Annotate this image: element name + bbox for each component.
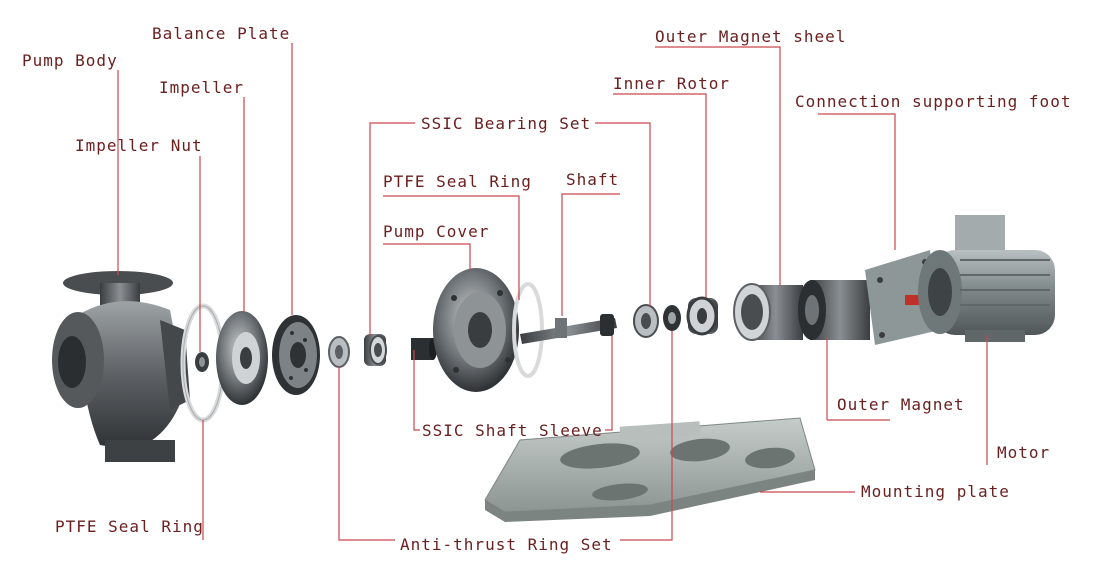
- anti-thrust-ring-right-icon: [633, 304, 681, 338]
- label-ptfe-seal-ring-bottom: PTFE Seal Ring: [55, 517, 204, 536]
- label-ssic-bearing-set: SSIC Bearing Set: [421, 114, 592, 133]
- leader-outer-magnet-sheel: [655, 46, 781, 286]
- label-inner-rotor: Inner Rotor: [613, 74, 730, 93]
- label-ssic-shaft-sleeve: SSIC Shaft Sleeve: [422, 421, 603, 440]
- pump-body-icon: [52, 271, 190, 462]
- mounting-plate-icon: [484, 417, 816, 522]
- outer-magnet-sheel-icon: [733, 283, 803, 341]
- anti-thrust-ring-left-icon: [328, 336, 350, 368]
- label-anti-thrust-ring-set: Anti-thrust Ring Set: [400, 535, 613, 554]
- impeller-nut-icon: [195, 352, 209, 372]
- leader-ssic-shaft-sleeve-right: [605, 336, 613, 431]
- ssic-shaft-sleeve-icon: [411, 338, 437, 360]
- shaft-icon: [520, 314, 617, 344]
- leader-lines: [117, 43, 988, 541]
- ptfe-seal-ring-right-icon: [512, 282, 544, 378]
- balance-plate-icon: [272, 315, 320, 395]
- label-ptfe-seal-ring-top: PTFE Seal Ring: [383, 172, 532, 191]
- label-pump-cover: Pump Cover: [383, 222, 490, 241]
- label-shaft: Shaft: [566, 170, 620, 189]
- ssic-bearing-set-icon: [364, 334, 387, 366]
- label-pump-body: Pump Body: [22, 51, 118, 70]
- leader-ptfe-seal-ring-top: [383, 195, 520, 300]
- inner-rotor-icon: [686, 296, 718, 336]
- label-connection-supporting-foot: Connection supporting foot: [795, 92, 1072, 111]
- leader-pump-cover: [383, 243, 471, 270]
- leader-shaft: [561, 193, 620, 316]
- outer-magnet-icon: [798, 280, 870, 340]
- label-motor: Motor: [997, 443, 1051, 462]
- impeller-icon: [216, 311, 268, 405]
- label-balance-plate: Balance Plate: [152, 24, 291, 43]
- leader-anti-thrust-left: [338, 367, 395, 541]
- leader-connection-supporting-foot: [818, 113, 896, 250]
- leader-ssic-bearing-set-right: [595, 122, 651, 306]
- leader-anti-thrust-right: [620, 331, 673, 541]
- label-mounting-plate: Mounting plate: [861, 482, 1010, 501]
- pump-cover-icon: [433, 268, 519, 392]
- label-impeller-nut: Impeller Nut: [75, 136, 203, 155]
- leader-ssic-shaft-sleeve-left: [413, 350, 420, 431]
- label-outer-magnet: Outer Magnet: [837, 395, 965, 414]
- label-impeller: Impeller: [159, 78, 245, 97]
- label-outer-magnet-sheel: Outer Magnet sheel: [655, 27, 847, 46]
- leader-inner-rotor: [613, 93, 707, 298]
- motor-icon: [918, 215, 1055, 342]
- leader-ssic-bearing-set: [369, 122, 415, 335]
